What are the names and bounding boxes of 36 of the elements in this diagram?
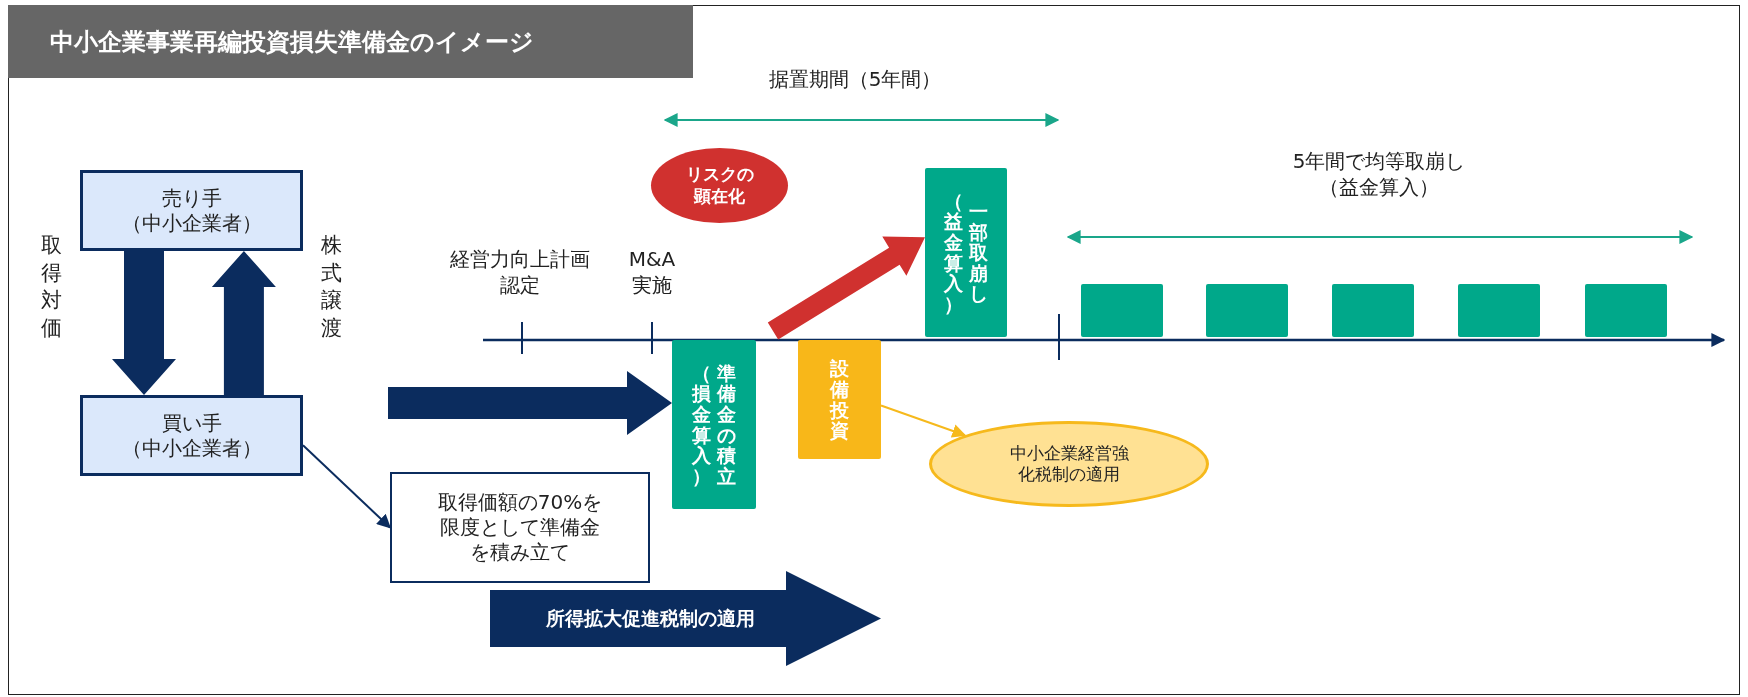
timeline-label: M&A実施 [627,246,677,298]
box-label: 設備投資 [828,358,850,441]
box-label: 取得価額の70%を限度として準備金を積み立て [436,490,604,565]
block-arrow [388,371,672,435]
block-arrow [490,571,881,666]
reversal-box [925,168,1007,337]
box-label: （損金算入） [690,362,713,487]
box-label: 売り手（中小企業者） [120,185,263,236]
box-label: 準備金の積立 [715,362,737,487]
installment-box [1081,284,1163,337]
box-label: 買い手（中小企業者） [120,410,263,461]
title-text: 中小企業事業再編投資損失準備金のイメージ [50,26,534,58]
ellipse-label: リスクの顕在化 [684,164,755,207]
arrow [302,444,391,529]
party-box [80,170,303,251]
block-arrow [112,251,176,395]
arrow [880,404,967,438]
timeline-label: 経営力向上計画認定 [449,246,591,298]
box-label: 一部取崩し [967,201,989,304]
vertical-label: 株式譲渡 [320,232,343,343]
installment-box [1206,284,1288,337]
arrow-label: 所得拡大促進税制の適用 [546,606,755,631]
ellipse-label: 中小企業経営強化税制の適用 [1008,442,1130,486]
block-arrow [211,251,276,395]
installment-box [1332,284,1414,337]
reserve-box [672,340,756,509]
note-box [390,472,650,583]
timeline-label: 5年間で均等取崩し（益金算入） [1291,148,1467,200]
timeline-label: 据置期間（5年間） [767,66,943,92]
block-arrow [767,236,925,340]
installment-box [1458,284,1540,337]
installment-box [1585,284,1667,337]
party-box [80,395,303,476]
vertical-label: 取得対価 [40,232,63,343]
investment-box [798,340,881,459]
box-label: （益金算入） [942,190,965,315]
